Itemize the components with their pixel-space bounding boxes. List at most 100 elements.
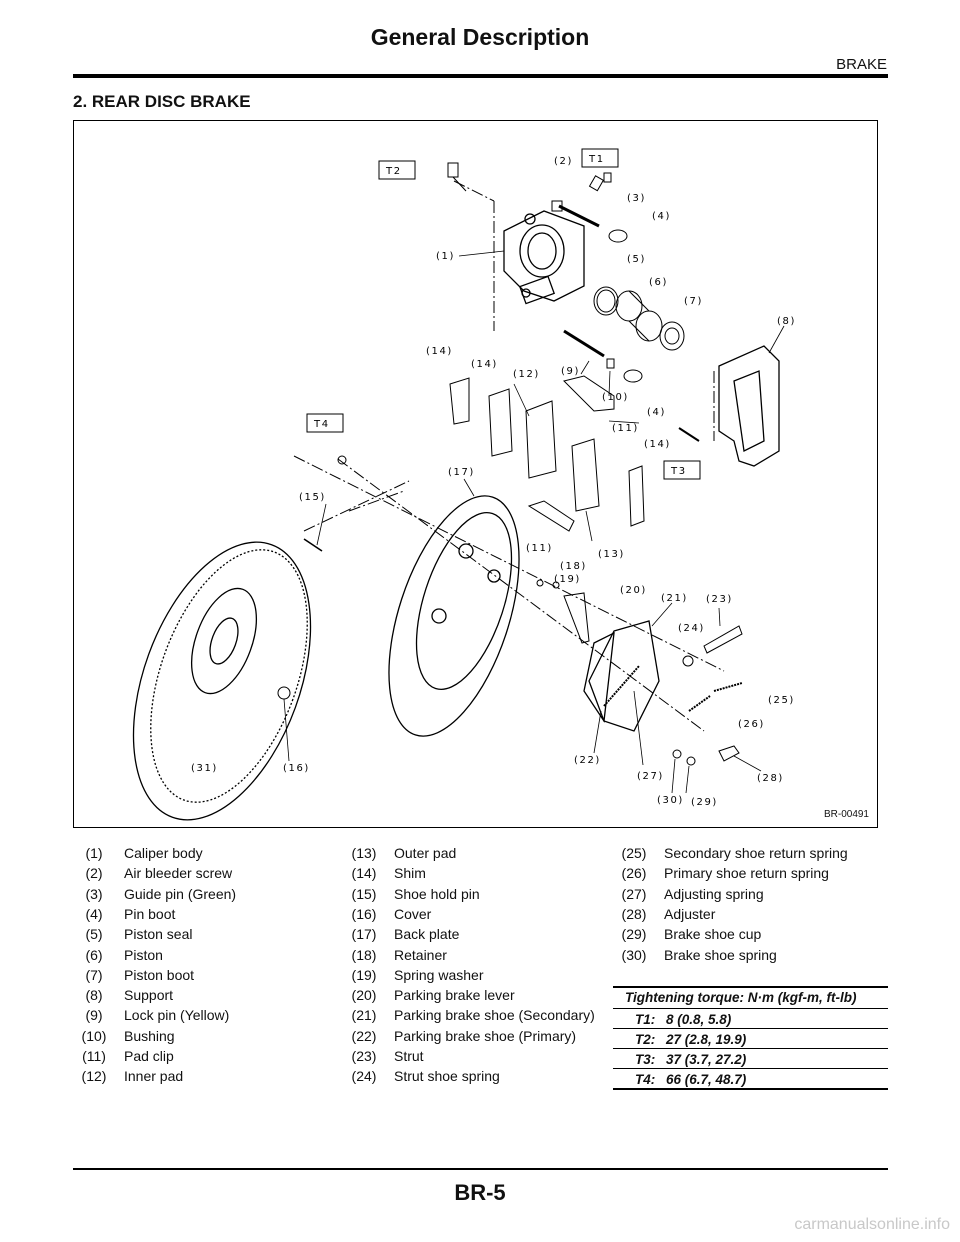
legend-name: Retainer xyxy=(394,946,447,963)
page-title: General Description xyxy=(370,24,590,50)
torque-tag-t1-box xyxy=(581,148,619,168)
callout-22: (22) xyxy=(574,755,601,766)
legend-name: Inner pad xyxy=(124,1068,184,1085)
torque-value: 27 (2.8, 19.9) xyxy=(666,1032,747,1047)
callout-4b: (4) xyxy=(647,407,666,418)
torque-tag-t1: T1 xyxy=(588,154,605,165)
legend-name: Air bleeder screw xyxy=(124,865,233,882)
torque-key: T3: xyxy=(635,1052,656,1067)
air-bleeder xyxy=(588,172,612,192)
legend-num: (14) xyxy=(351,865,377,882)
legend-name: Outer pad xyxy=(394,845,457,861)
callout-19: (19) xyxy=(554,574,581,585)
torque-tag-t2-box xyxy=(378,160,416,180)
torque-row: T1: 8 (0.8, 5.8) xyxy=(613,1008,888,1029)
legend-num: (6) xyxy=(85,946,103,963)
callout-6: (6) xyxy=(649,277,668,288)
legend-name: Brake shoe spring xyxy=(664,946,777,963)
brake-rotor xyxy=(132,541,312,821)
callout-24: (24) xyxy=(678,623,705,634)
header-rule xyxy=(73,74,888,78)
legend-num: (20) xyxy=(351,987,377,1004)
callout-27: (27) xyxy=(637,771,664,782)
exploded-diagram: T1 T2 T3 T4 (1) (2) (3) (4) (5) (6) (7) … xyxy=(73,120,878,828)
torque-tag-t4-box xyxy=(306,413,344,433)
callout-10: (10) xyxy=(602,392,629,403)
parking-brake-shoes xyxy=(583,620,660,732)
torque-key: T4: xyxy=(635,1072,656,1087)
callout-2: (2) xyxy=(554,156,573,167)
legend-num: (21) xyxy=(351,1007,377,1024)
callout-4: (4) xyxy=(652,211,671,222)
legend-name: Parking brake shoe (Primary) xyxy=(394,1027,577,1044)
torque-tag-t3: T3 xyxy=(670,466,687,477)
callout-9: (9) xyxy=(561,366,580,377)
callout-12: (12) xyxy=(513,369,540,380)
callout-17: (17) xyxy=(448,467,475,478)
legend-name: Adjusting spring xyxy=(664,885,764,902)
callout-31: (31) xyxy=(191,763,218,774)
torque-value: 66 (6.7, 48.7) xyxy=(666,1072,747,1087)
callout-20: (20) xyxy=(620,585,647,596)
callout-21: (21) xyxy=(661,593,688,604)
torque-value: 37 (3.7, 27.2) xyxy=(666,1052,747,1067)
legend-name: Guide pin (Green) xyxy=(124,885,237,902)
legend-name: Pin boot xyxy=(124,905,176,922)
callout-26: (26) xyxy=(738,719,765,730)
legend-name: Primary shoe return spring xyxy=(664,865,829,882)
legend-name: Bushing xyxy=(124,1027,175,1044)
diagram-drawing: T1 T2 T3 T4 (1) (2) (3) (4) (5) (6) (7) … xyxy=(132,148,795,821)
callout-18: (18) xyxy=(560,561,587,572)
legend-num: (15) xyxy=(351,885,377,902)
piston xyxy=(615,290,663,342)
legend-num: (28) xyxy=(621,905,647,922)
legend-name: Parking brake lever xyxy=(394,987,515,1004)
legend-name: Shoe hold pin xyxy=(394,885,480,902)
legend-num: (7) xyxy=(85,966,103,983)
callout-30: (30) xyxy=(657,795,684,806)
callout-13: (13) xyxy=(598,549,625,560)
legend-name: Spring washer xyxy=(394,966,484,983)
torque-key: T1: xyxy=(635,1012,656,1027)
legend-name: Shim xyxy=(394,865,426,882)
figure-id: BR-00491 xyxy=(823,809,869,820)
callout-7: (7) xyxy=(684,296,703,307)
torque-tag-t4: T4 xyxy=(313,419,330,430)
legend-name: Secondary shoe return spring xyxy=(664,845,848,861)
torque-tag-t2: T2 xyxy=(385,166,402,177)
callout-28: (28) xyxy=(757,773,784,784)
footer-rule xyxy=(73,1168,888,1170)
section-tag: BRAKE xyxy=(836,56,887,73)
legend-name: Parking brake shoe (Secondary) xyxy=(394,1007,595,1024)
torque-row: T4: 66 (6.7, 48.7) xyxy=(613,1068,888,1089)
legend-num: (24) xyxy=(351,1068,377,1085)
callout-23: (23) xyxy=(706,594,733,605)
callout-3: (3) xyxy=(627,193,646,204)
legend-name: Strut shoe spring xyxy=(394,1068,500,1085)
legend-name: Piston xyxy=(124,946,163,963)
torque-value: 8 (0.8, 5.8) xyxy=(666,1012,732,1027)
legend-num: (27) xyxy=(621,885,647,902)
legend-num: (13) xyxy=(351,845,377,861)
legend-name: Support xyxy=(124,987,174,1004)
torque-key: T2: xyxy=(635,1032,656,1047)
watermark[interactable]: carmanualsonline.info xyxy=(794,1216,950,1233)
legend-num: (17) xyxy=(351,926,377,943)
callout-25: (25) xyxy=(768,695,795,706)
callout-14b: (14) xyxy=(471,359,498,370)
callout-16: (16) xyxy=(283,763,310,774)
legend-name: Piston boot xyxy=(124,966,195,983)
legend-num: (2) xyxy=(85,865,103,882)
bolt-t2 xyxy=(447,162,467,192)
callout-14a: (14) xyxy=(426,346,453,357)
legend-num: (19) xyxy=(351,966,377,983)
torque-row: T3: 37 (3.7, 27.2) xyxy=(613,1048,888,1069)
torque-table-top-rule xyxy=(613,986,888,988)
legend-num: (18) xyxy=(351,946,377,963)
callout-15: (15) xyxy=(299,492,326,503)
legend-num: (26) xyxy=(621,865,647,882)
legend-num: (23) xyxy=(351,1048,377,1064)
legend-name: Lock pin (Yellow) xyxy=(124,1007,230,1024)
legend-name: Pad clip xyxy=(124,1048,174,1064)
legend-name: Adjuster xyxy=(664,905,716,922)
